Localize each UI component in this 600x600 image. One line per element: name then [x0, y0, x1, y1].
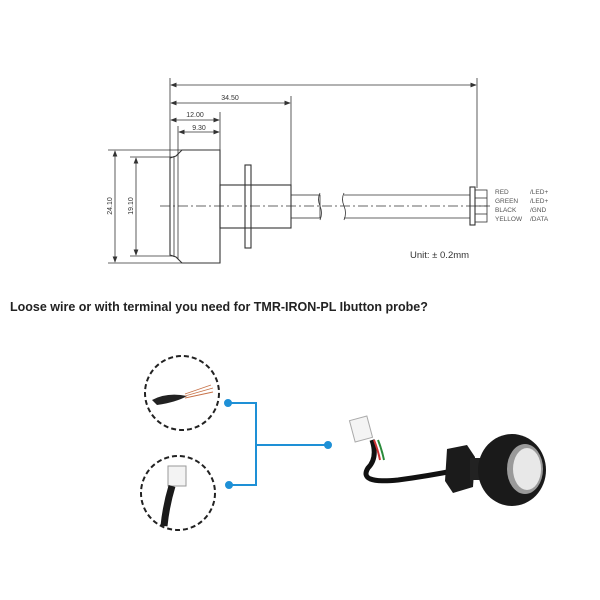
dim-body-length: 12.00 — [186, 112, 204, 119]
connector-lines — [224, 399, 332, 489]
wire-color: GREEN — [495, 198, 518, 205]
wire-signal: /LED+ — [530, 189, 548, 196]
wire-color: RED — [495, 189, 509, 196]
wire-color: BLACK — [495, 207, 517, 214]
terminal-option — [140, 455, 216, 531]
probe-photo — [348, 415, 546, 506]
wire-signal: /LED+ — [530, 198, 548, 205]
loose-wire-option — [144, 355, 220, 431]
dim-outer-diameter: 24.10 — [107, 197, 114, 215]
dim-face-length: 9.30 — [192, 125, 206, 132]
wire-color: YELLOW — [495, 216, 523, 223]
dim-face-diameter: 19.10 — [128, 197, 135, 215]
wire-signal: /DATA — [530, 216, 549, 223]
dim-length-overall: 34.50 — [221, 95, 239, 102]
unit-label: Unit: ± 0.2mm — [410, 250, 469, 261]
question-heading: Loose wire or with terminal you need for… — [10, 300, 428, 314]
wire-signal: /GND — [530, 207, 547, 214]
